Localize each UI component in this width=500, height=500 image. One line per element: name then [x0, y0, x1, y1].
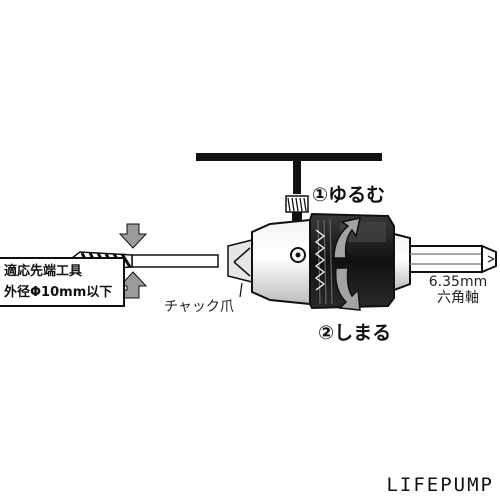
compatible-tool-box: 適応先端工具 外径Φ10mm以下	[0, 257, 125, 307]
down-arrow-icon	[118, 223, 148, 249]
loosen-curved-arrow-icon	[333, 217, 361, 259]
chuck-claw-label: チャック爪	[164, 299, 234, 315]
t-handle-key-icon	[196, 153, 382, 222]
brand-watermark: LIFEPUMP	[386, 474, 494, 496]
tighten-curved-arrow-icon	[334, 267, 361, 311]
chuck-jaws-icon	[227, 239, 253, 298]
hex-shank-icon	[409, 244, 497, 274]
step-tighten-label: ②しまる	[318, 322, 392, 344]
tool-spec-line-1: 適応先端工具	[4, 264, 83, 279]
hex-size-label: 6.35mm	[428, 274, 488, 290]
keyed-chuck-icon	[251, 212, 411, 310]
hex-shaft-label: 六角軸	[437, 290, 479, 306]
step-loosen-label: ①ゆるむ	[312, 184, 386, 206]
tool-spec-line-2: 外径Φ10mm以下	[4, 285, 113, 300]
